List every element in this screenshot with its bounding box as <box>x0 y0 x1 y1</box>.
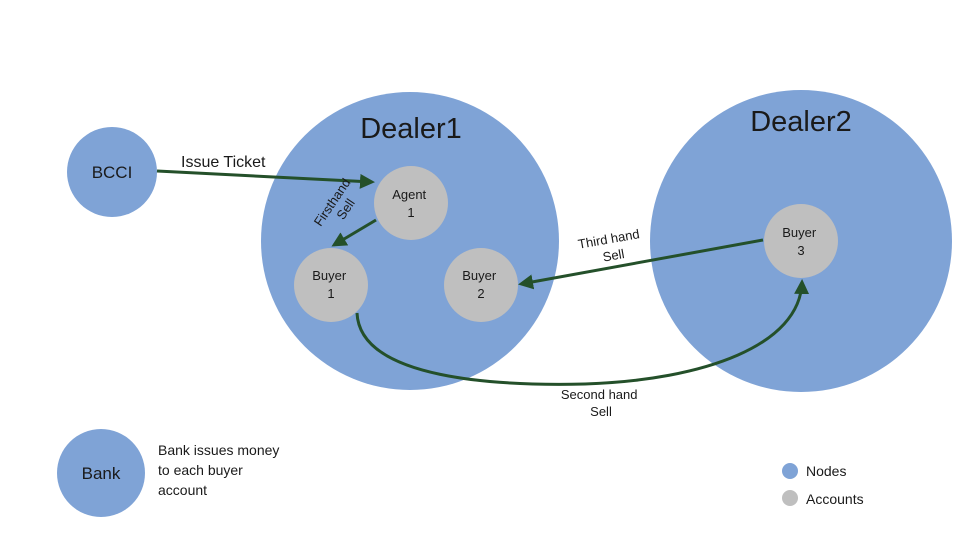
bank-note-line3: account <box>158 482 207 498</box>
buyer3-label: Buyer 3 <box>782 225 820 258</box>
agent1-account <box>374 166 448 240</box>
bank-note-line2: to each buyer <box>158 462 243 478</box>
buyer2-label: Buyer 2 <box>462 268 500 301</box>
buyer3-label-line2: 3 <box>797 243 804 258</box>
bank-node <box>57 429 145 517</box>
thirdhand-label-line2: Sell <box>601 246 625 265</box>
legend-accounts-swatch <box>782 490 798 506</box>
dealer1-title: Dealer1 <box>360 113 462 145</box>
buyer2-label-line2: 2 <box>477 286 484 301</box>
dealer2-title: Dealer2 <box>750 106 852 138</box>
buyer1-label-line1: Buyer <box>312 268 347 283</box>
buyer2-label-line1: Buyer <box>462 268 497 283</box>
issue-ticket-arrow <box>156 169 375 189</box>
bank-label: Bank <box>82 464 121 483</box>
legend: Nodes Accounts <box>782 463 864 507</box>
thirdhand-sell-arrow <box>518 238 764 290</box>
buyer3-account <box>764 204 838 278</box>
buyer1-account <box>294 248 368 322</box>
buyer1-label: Buyer 1 <box>312 268 350 301</box>
buyer1-label-line2: 1 <box>327 286 334 301</box>
buyer3-label-line1: Buyer <box>782 225 817 240</box>
secondhand-label-line1: Second hand <box>561 387 638 402</box>
secondhand-sell-arrow <box>355 279 810 386</box>
legend-accounts-label: Accounts <box>806 491 864 507</box>
agent1-label-line2: 1 <box>407 205 414 220</box>
firsthand-sell-arrow <box>331 218 377 247</box>
issue-ticket-label: Issue Ticket <box>181 154 266 171</box>
legend-nodes-label: Nodes <box>806 463 846 479</box>
agent1-label-line1: Agent <box>392 187 426 202</box>
secondhand-label-line2: Sell <box>590 404 612 419</box>
secondhand-sell-label: Second hand Sell <box>561 387 641 419</box>
agent1-label: Agent 1 <box>392 187 430 220</box>
bank-note: Bank issues money to each buyer account <box>158 442 283 498</box>
legend-nodes-swatch <box>782 463 798 479</box>
buyer2-account <box>444 248 518 322</box>
bank-note-line1: Bank issues money <box>158 442 279 458</box>
bcci-node <box>67 127 157 217</box>
bcci-label: BCCI <box>92 163 133 182</box>
